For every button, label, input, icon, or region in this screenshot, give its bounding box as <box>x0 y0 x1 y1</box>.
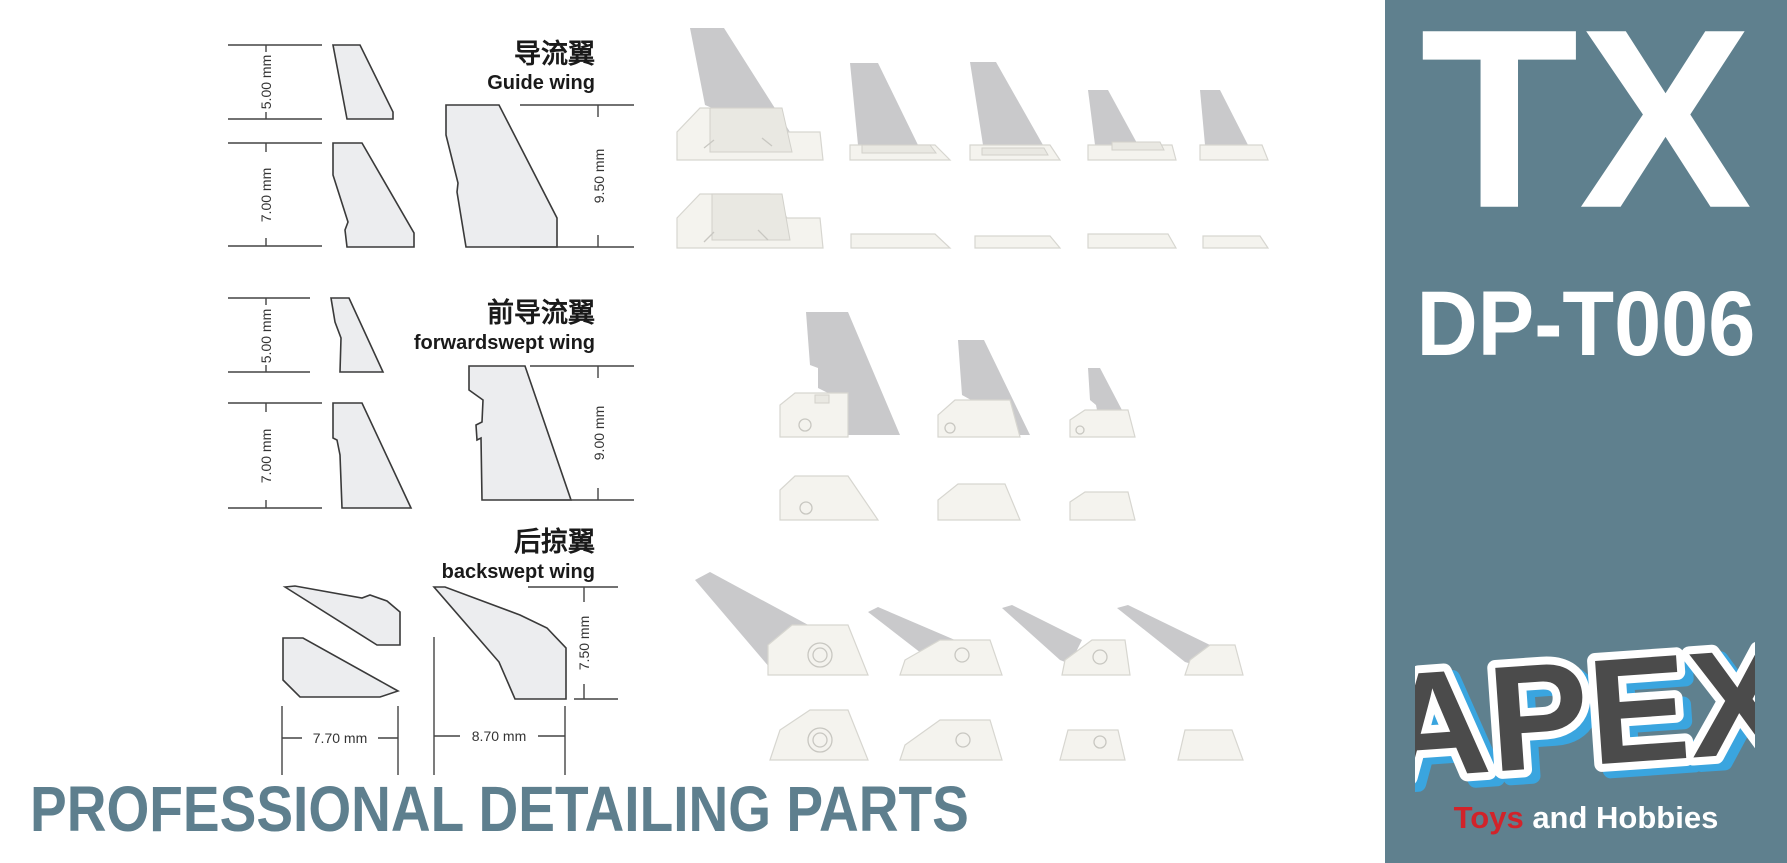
forward-dim-medium: 7.00 mm <box>258 429 274 483</box>
back-render-medium-assembled <box>868 607 1003 676</box>
guide-render-medium2-base <box>974 235 1062 249</box>
forward-render-medium-assembled <box>937 340 1030 438</box>
professional-detailing-title: PROFESSIONAL DETAILING PARTS <box>30 773 969 845</box>
guide-wing-small-part <box>332 44 394 120</box>
back-render-large-assembled <box>695 572 869 676</box>
forwardswept-wing-title-en: forwardswept wing <box>414 332 595 354</box>
guide-render-medium-base <box>850 233 952 249</box>
apex-logo: APEX APEX APEX <box>1415 620 1755 800</box>
guide-wing-section: 5.00 mm 7.00 mm 9.50 mm 导流翼 Guide wing <box>228 39 634 248</box>
forward-dim-small: 5.00 mm <box>258 309 274 363</box>
backswept-wing-lower-part <box>282 637 400 698</box>
forward-render-small-base <box>1069 491 1136 521</box>
guide-wing-medium-part <box>332 142 415 248</box>
backswept-wing-section: 7.70 mm 8.70 mm 7.50 mm 后掠翼 backswept wi… <box>281 527 618 775</box>
guide-wing-title-en: Guide wing <box>487 72 595 94</box>
forward-render-large-base <box>779 475 880 521</box>
backswept-wing-renders <box>695 572 1244 761</box>
parts-diagram: 5.00 mm 7.00 mm 9.50 mm 导流翼 Guide wing 5… <box>228 28 1270 775</box>
backswept-dim-width-small: 7.70 mm <box>313 730 367 746</box>
guide-render-large-base <box>676 193 824 249</box>
tagline-toys: Toys <box>1453 800 1524 835</box>
apex-logo-outline: APEX <box>1415 620 1755 800</box>
back-render-medium2-assembled <box>1002 605 1131 676</box>
guide-wing-large-part <box>445 104 558 248</box>
guide-render-xsmall-base <box>1202 235 1270 249</box>
back-render-small-assembled <box>1117 605 1244 676</box>
guide-render-medium-assembled <box>849 63 952 161</box>
back-render-medium2-base <box>1059 729 1126 761</box>
guide-render-medium2-assembled <box>969 62 1062 161</box>
forwardswept-wing-medium-part <box>332 402 413 509</box>
series-title: TX <box>1419 0 1753 261</box>
guide-dim-small: 5.00 mm <box>258 55 274 109</box>
forward-render-large-assembled <box>779 312 900 438</box>
apex-logo-text: APEX <box>1415 620 1755 800</box>
guide-render-small-base <box>1087 233 1178 249</box>
forward-render-small-assembled <box>1069 368 1136 438</box>
product-code: DP-T006 <box>1416 273 1756 375</box>
forwardswept-wing-small-part <box>330 297 385 373</box>
forwardswept-wing-large-part <box>468 365 573 501</box>
forward-render-medium-base <box>937 483 1021 521</box>
guide-dim-medium: 7.00 mm <box>258 168 274 222</box>
backswept-wing-upper-part <box>282 585 401 646</box>
brand-panel: TX DP-T006 APEX APEX APEX Toys and Hobbi… <box>1385 0 1787 863</box>
forwardswept-wing-renders <box>779 312 1136 521</box>
forward-dim-large: 9.00 mm <box>591 406 607 460</box>
apex-logo-shadow: APEX <box>1415 621 1755 800</box>
forwardswept-wing-title-zh: 前导流翼 <box>487 297 595 329</box>
backswept-dim-width-large: 8.70 mm <box>472 728 526 744</box>
guide-render-xsmall-assembled <box>1199 90 1269 161</box>
backswept-wing-title-en: backswept wing <box>442 561 595 583</box>
guide-render-small-assembled <box>1087 90 1177 161</box>
backswept-wing-large-part <box>432 586 567 700</box>
back-render-large-base <box>769 709 869 761</box>
backswept-wing-title-zh: 后掠翼 <box>514 527 595 558</box>
tagline: Toys and Hobbies <box>1385 802 1787 833</box>
back-render-small-base <box>1177 729 1244 761</box>
guide-render-large-assembled <box>676 28 824 161</box>
guide-dim-large: 9.50 mm <box>591 149 607 203</box>
guide-wing-title-zh: 导流翼 <box>514 39 595 70</box>
forwardswept-wing-section: 5.00 mm 7.00 mm 9.00 mm 前导流翼 forwardswep… <box>228 297 634 509</box>
backswept-dim-height: 7.50 mm <box>576 616 592 670</box>
guide-wing-renders <box>676 28 1270 249</box>
back-render-medium-base <box>899 719 1003 761</box>
tagline-and-hobbies: and Hobbies <box>1523 800 1719 835</box>
